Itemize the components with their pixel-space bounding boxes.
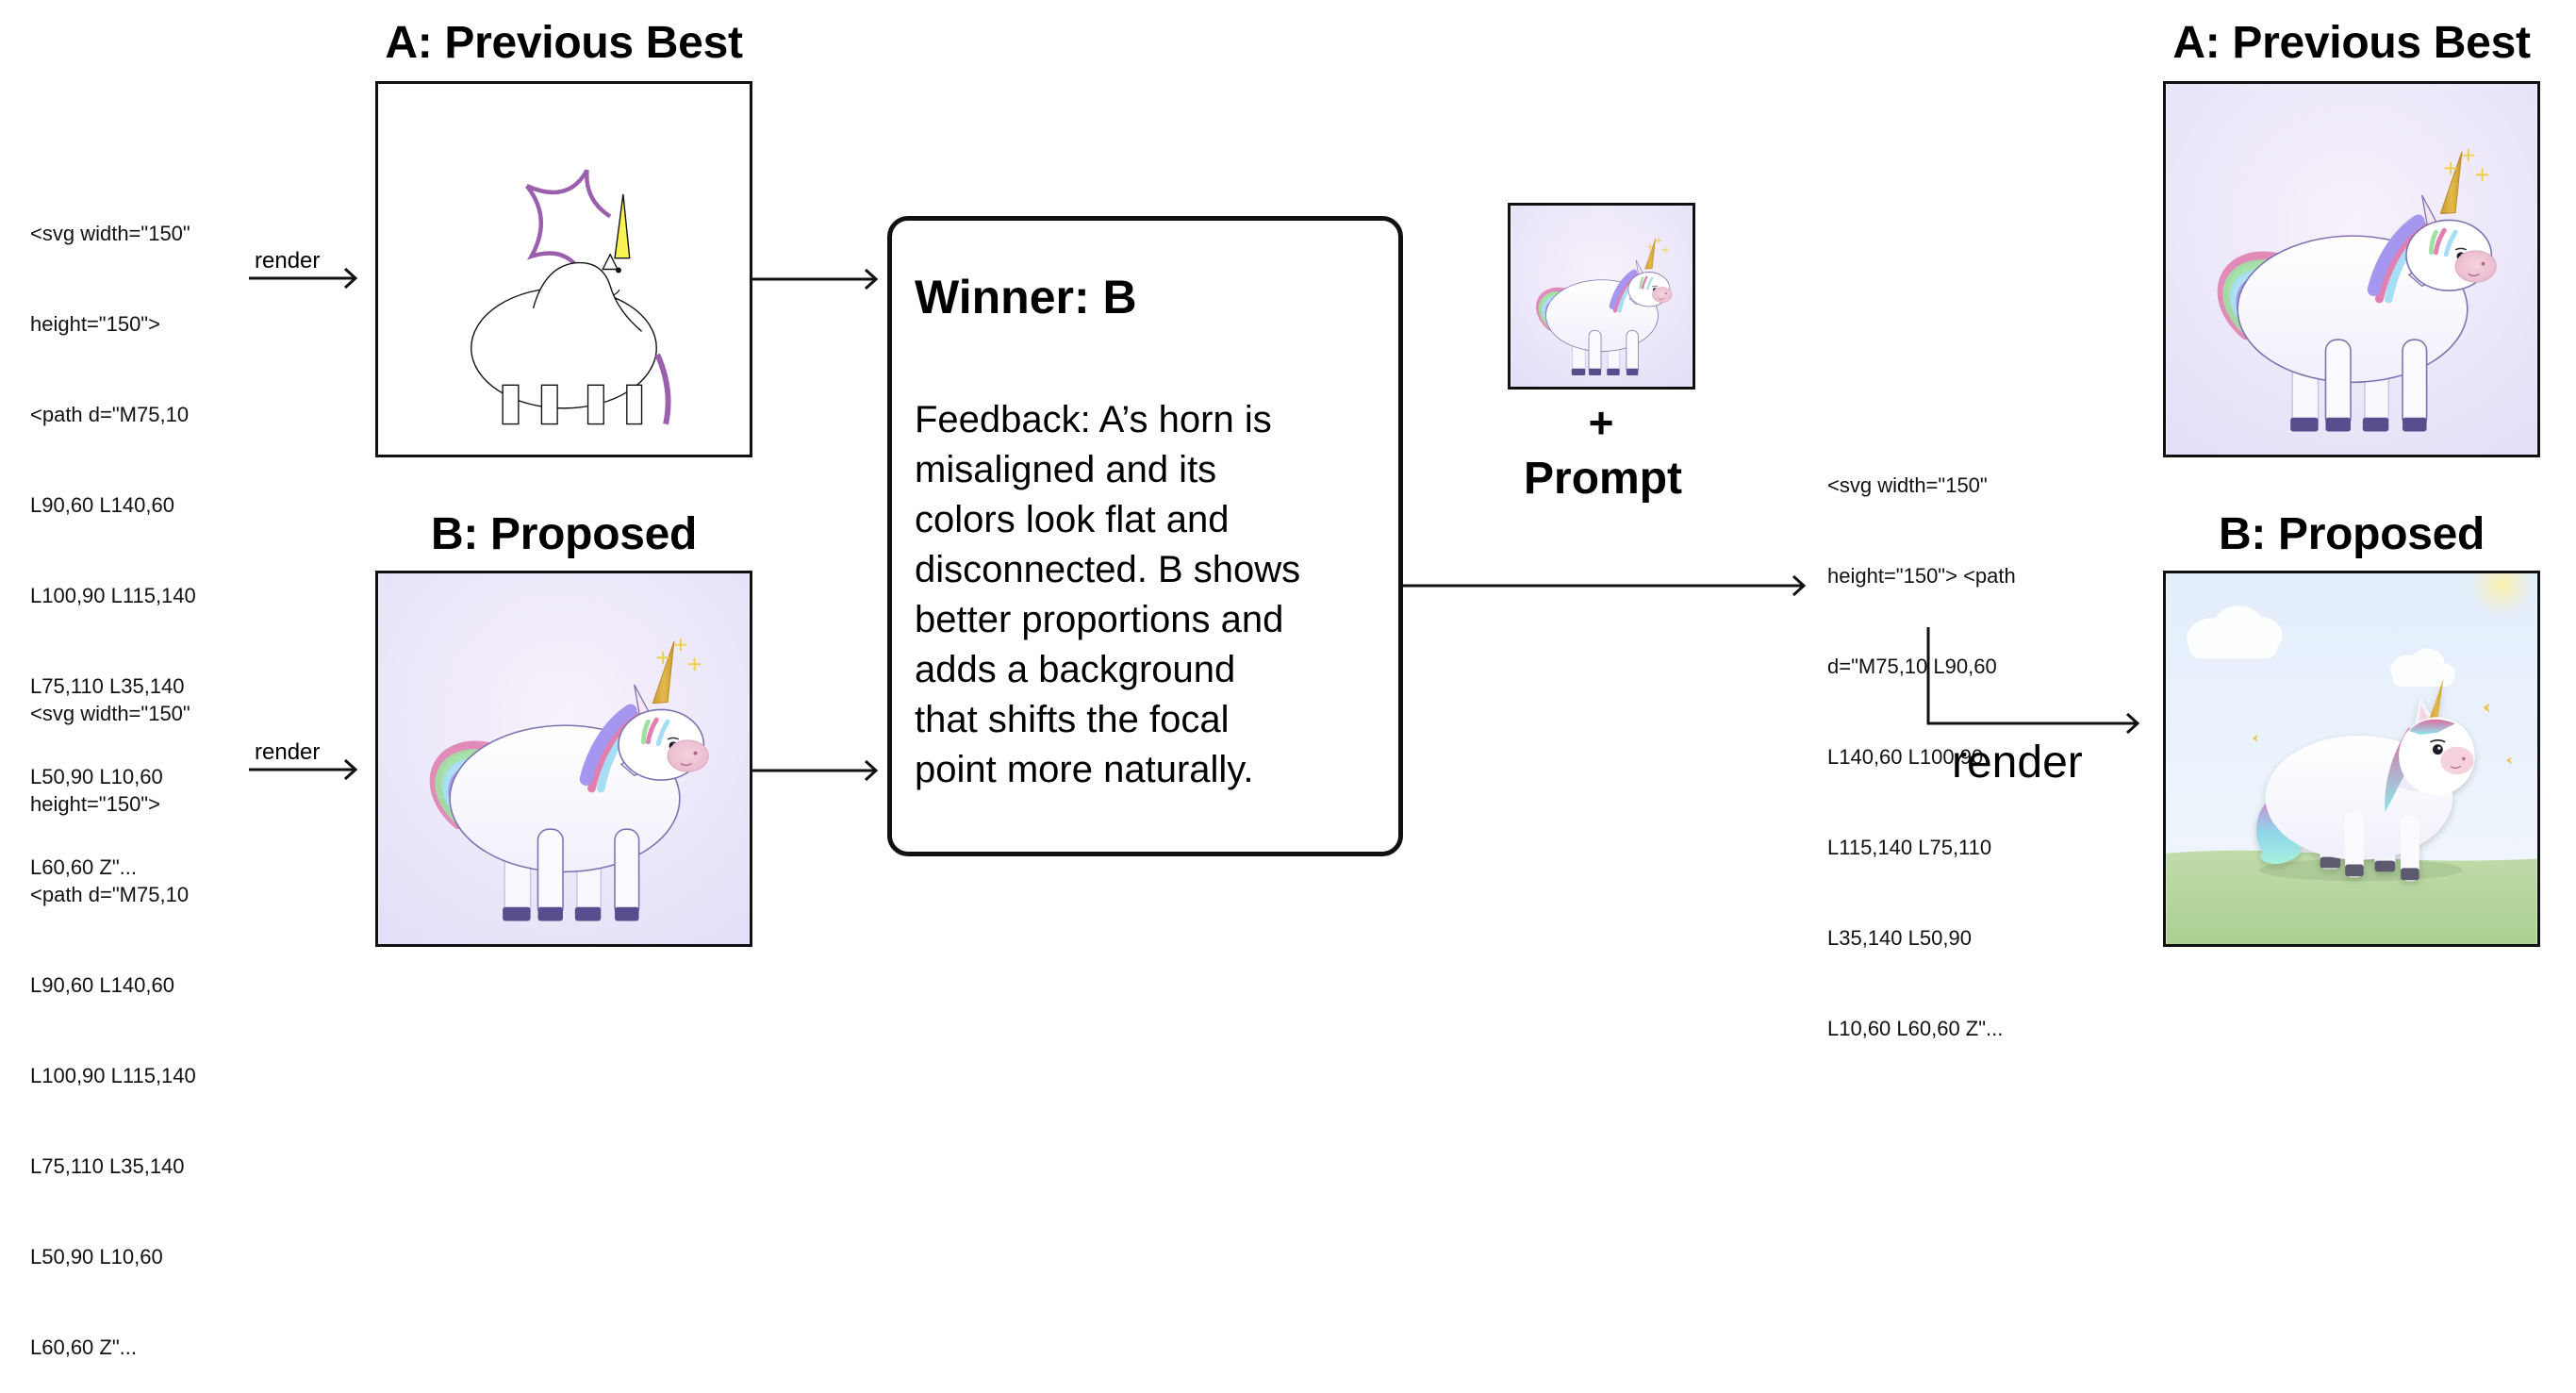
right-b-image	[2163, 571, 2540, 947]
code-line: L50,90 L10,60	[30, 765, 163, 788]
code-line: L100,90 L115,140	[30, 584, 196, 607]
code-line: L10,60 L60,60 Z"...	[1827, 1017, 2004, 1040]
feedback-line: disconnected. B shows	[915, 549, 1301, 590]
winner-label: Winner: B	[915, 271, 1137, 323]
left-b-code: <svg width="150" height="150"> <path d="…	[30, 638, 196, 1393]
code-line: <path d="M75,10	[30, 403, 190, 426]
code-line: L90,60 L140,60	[30, 493, 174, 517]
feedback-line: adds a background	[915, 649, 1236, 690]
code-line: L75,110 L35,140	[30, 1154, 185, 1178]
winner-thumbnail	[1508, 203, 1695, 390]
arrowhead-icon	[2125, 712, 2140, 735]
right-b-title: B: Proposed	[2218, 509, 2485, 559]
code-line: height="150">	[30, 312, 160, 336]
left-a-render-label: render	[255, 248, 321, 274]
arrowhead-icon	[864, 759, 879, 782]
arrowhead-icon	[1792, 574, 1807, 597]
left-b-image	[375, 571, 752, 947]
code-line: L75,110 L35,140	[30, 674, 185, 698]
code-line: height="150">	[30, 792, 160, 816]
code-line: L100,90 L115,140	[30, 1064, 196, 1087]
cloud-icon	[2390, 648, 2456, 687]
feedback-line: better proportions and	[915, 599, 1284, 640]
plus-sign: +	[1588, 398, 1614, 447]
code-line: L35,140 L50,90	[1827, 926, 1972, 950]
feedback-line: colors look flat and	[915, 499, 1230, 540]
arrowhead-icon	[864, 268, 879, 290]
code-line: L60,60 Z"...	[30, 1335, 137, 1359]
feedback-text: Feedback: A’s horn is misaligned and its…	[915, 395, 1386, 795]
proposed-unicorn-scene-illustration	[2166, 573, 2537, 944]
code-line: <svg width="150"	[30, 702, 190, 725]
judge-feedback-box: Winner: B Feedback: A’s horn is misalign…	[887, 216, 1403, 856]
left-a-image	[375, 81, 752, 457]
code-line: L50,90 L10,60	[30, 1245, 163, 1269]
code-line: height="150"> <path	[1827, 564, 2016, 588]
arrowhead-icon	[343, 758, 358, 781]
code-line: L115,140 L75,110	[1827, 836, 1992, 859]
code-line: d="M75,10 L90,60	[1827, 655, 1997, 678]
polished-unicorn-illustration	[378, 573, 750, 944]
thumbnail-unicorn-illustration	[1511, 206, 1693, 387]
cloud-icon	[2187, 605, 2283, 659]
feedback-line: that shifts the focal	[915, 699, 1230, 740]
output-render-label: render	[1952, 738, 2083, 788]
left-b-title: B: Proposed	[430, 509, 698, 559]
right-a-title: A: Previous Best	[2172, 18, 2531, 68]
right-a-image	[2163, 81, 2540, 457]
left-a-title: A: Previous Best	[385, 18, 743, 68]
code-line: <svg width="150"	[1827, 473, 1988, 497]
left-b-render-label: render	[255, 739, 321, 765]
previous-best-unicorn-illustration	[2166, 84, 2537, 455]
crude-unicorn-illustration	[378, 84, 750, 455]
feedback-line: point more naturally.	[915, 749, 1254, 790]
code-line: L140,60 L100,90	[1827, 745, 1984, 769]
code-line: L60,60 Z"...	[30, 855, 137, 879]
code-line: L90,60 L140,60	[30, 973, 174, 997]
sun-icon	[2469, 573, 2534, 617]
feedback-line: misaligned and its	[915, 449, 1217, 490]
code-line: <svg width="150"	[30, 222, 190, 245]
left-a-code: <svg width="150" height="150"> <path d="…	[30, 158, 196, 913]
feedback-line: Feedback: A’s horn is	[915, 399, 1272, 440]
code-line: <path d="M75,10	[30, 883, 190, 906]
prompt-label: Prompt	[1524, 454, 1682, 504]
arrowhead-icon	[343, 267, 358, 290]
